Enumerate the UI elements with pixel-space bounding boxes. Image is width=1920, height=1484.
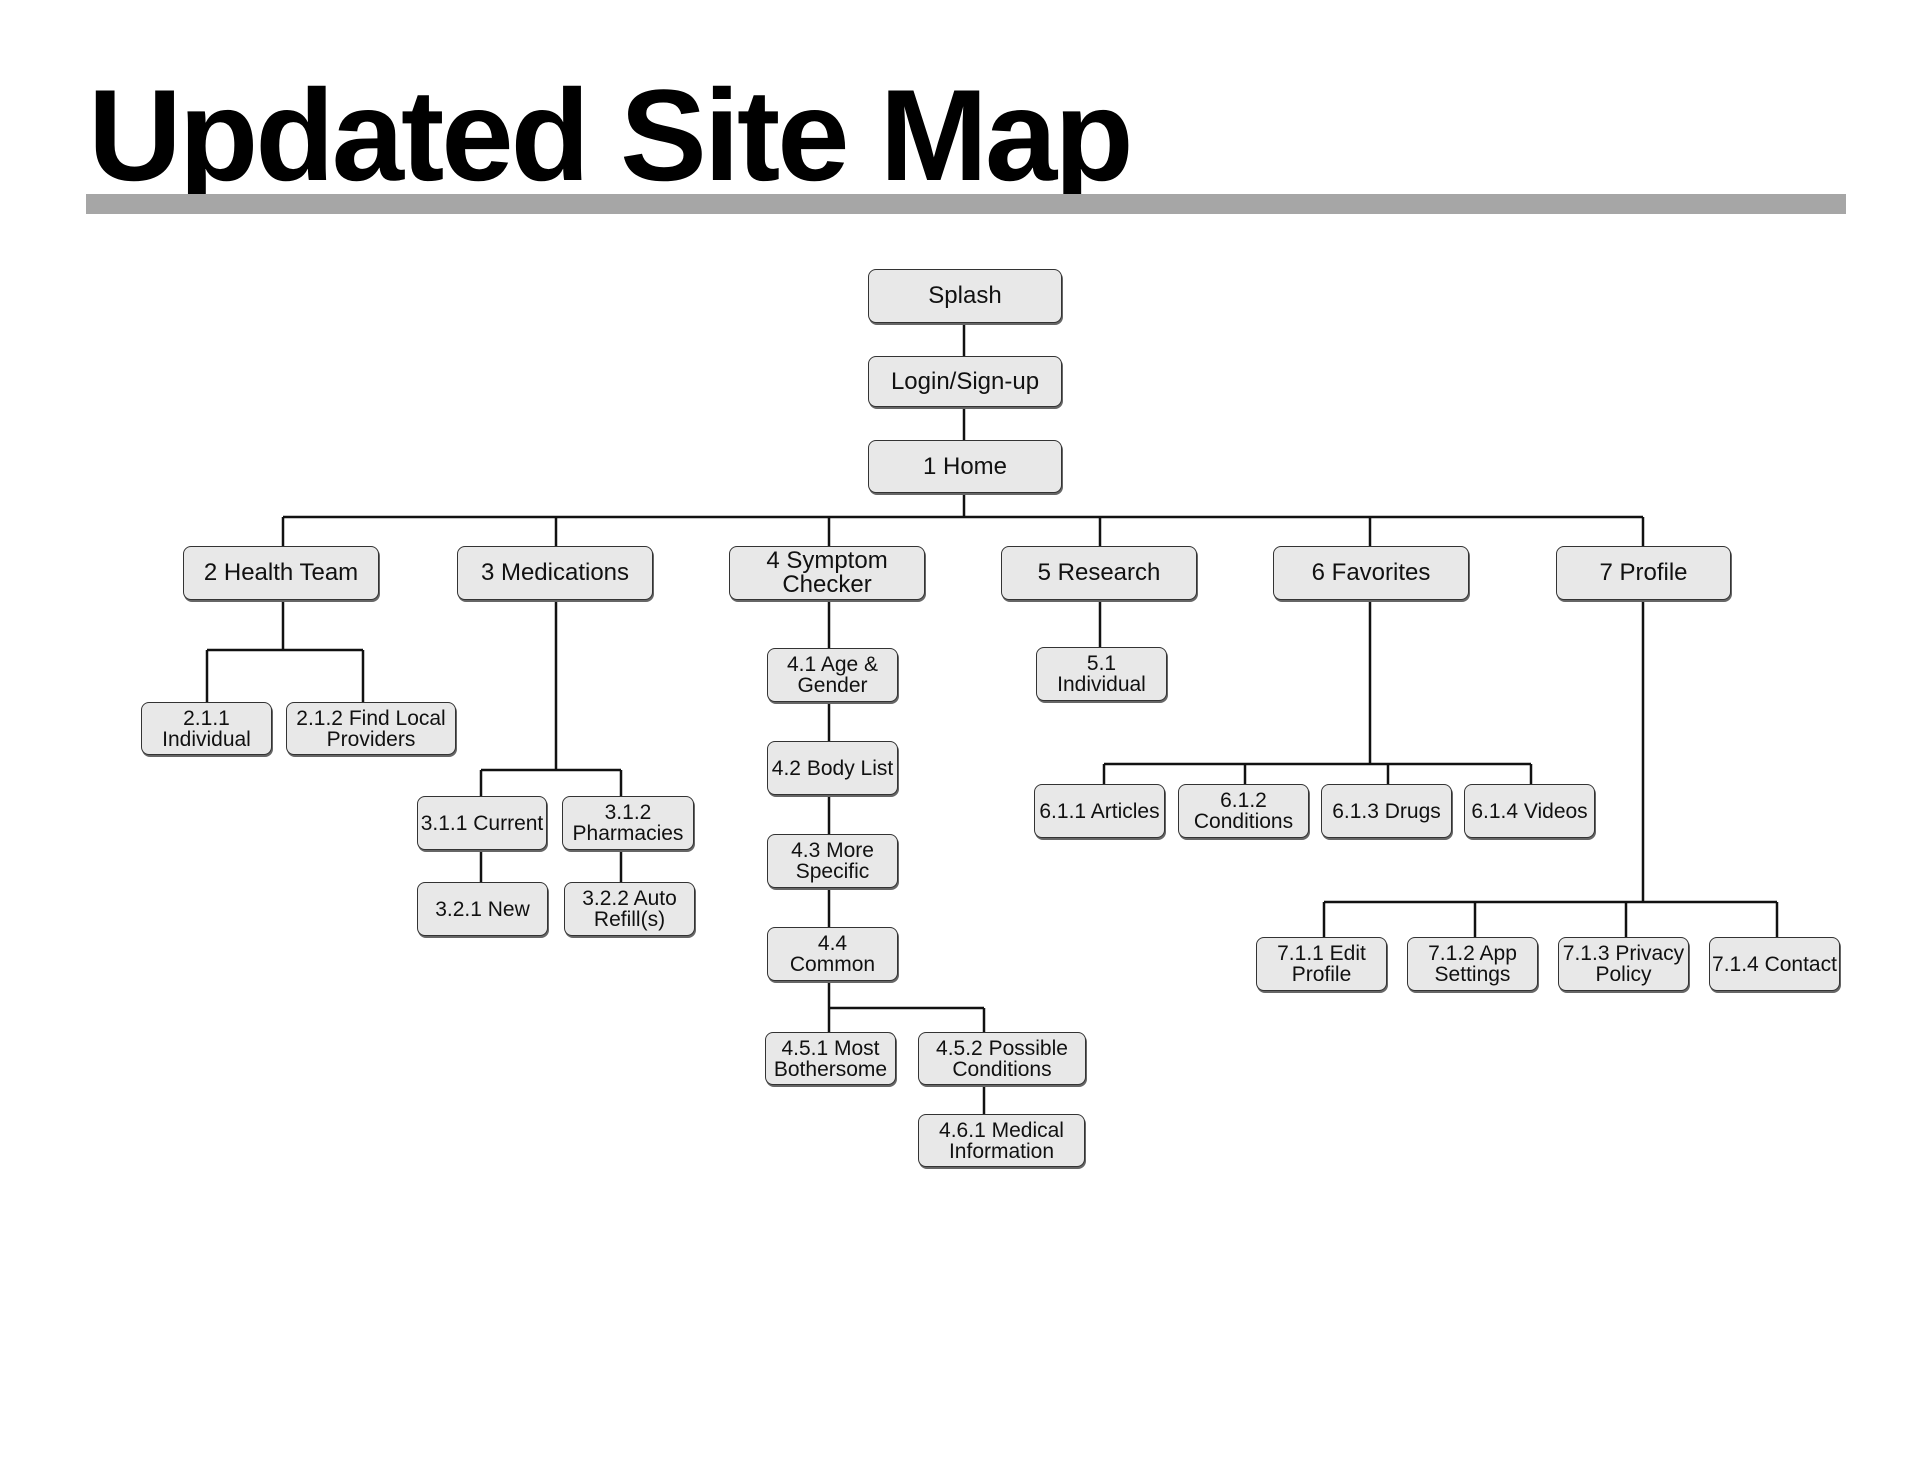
node-6-1-3-drugs[interactable]: 6.1.3 Drugs <box>1321 784 1452 838</box>
node-medications[interactable]: 3 Medications <box>457 546 653 600</box>
node-label: 4 Symptom Checker <box>766 547 888 598</box>
node-label: 4.6.1 Medical Information <box>939 1118 1064 1163</box>
node-health-team[interactable]: 2 Health Team <box>183 546 379 600</box>
node-label: 2.1.2 Find Local Providers <box>296 706 446 751</box>
node-label: 6.1.3 Drugs <box>1332 799 1441 823</box>
node-label: 6 Favorites <box>1311 559 1431 586</box>
node-5-1-individual[interactable]: 5.1 Individual <box>1036 647 1167 701</box>
node-label: 2 Health Team <box>203 559 359 586</box>
node-label: 7.1.3 Privacy Policy <box>1562 942 1685 986</box>
node-label: 3.2.2 Auto Refill(s) <box>582 887 677 931</box>
node-7-1-3-privacy-policy[interactable]: 7.1.3 Privacy Policy <box>1558 937 1689 991</box>
node-label: 6.1.2 Conditions <box>1193 789 1294 833</box>
node-profile[interactable]: 7 Profile <box>1556 546 1731 600</box>
node-4-2-body-list[interactable]: 4.2 Body List <box>767 741 898 795</box>
node-7-1-2-app-settings[interactable]: 7.1.2 App Settings <box>1407 937 1538 991</box>
node-7-1-1-edit-profile[interactable]: 7.1.1 Edit Profile <box>1256 937 1387 991</box>
node-label: Login/Sign-up <box>890 367 1040 395</box>
node-4-6-1-medical-information[interactable]: 4.6.1 Medical Information <box>918 1114 1085 1167</box>
node-label: 1 Home <box>922 452 1008 480</box>
node-label: 7 Profile <box>1599 559 1688 586</box>
node-label: 5.1 Individual <box>1057 652 1146 696</box>
node-4-5-2-possible-conditions[interactable]: 4.5.2 Possible Conditions <box>918 1032 1086 1085</box>
node-symptom-checker[interactable]: 4 Symptom Checker <box>729 546 925 600</box>
node-3-1-1-current[interactable]: 3.1.1 Current <box>417 796 547 850</box>
node-login-signup[interactable]: Login/Sign-up <box>868 356 1062 407</box>
node-favorites[interactable]: 6 Favorites <box>1273 546 1469 600</box>
node-label: 3 Medications <box>480 559 630 586</box>
node-3-1-2-pharmacies[interactable]: 3.1.2 Pharmacies <box>562 796 694 850</box>
node-2-1-1-individual[interactable]: 2.1.1 Individual <box>141 702 272 755</box>
node-label: Splash <box>928 282 1002 309</box>
node-4-4-common[interactable]: 4.4 Common <box>767 927 898 981</box>
title-divider <box>86 194 1846 214</box>
node-label: 7.1.4 Contact <box>1712 952 1837 976</box>
node-label: 7.1.2 App Settings <box>1428 942 1517 986</box>
node-3-2-1-new[interactable]: 3.2.1 New <box>417 882 548 936</box>
node-home[interactable]: 1 Home <box>868 440 1062 493</box>
node-label: 4.4 Common <box>789 932 876 976</box>
node-7-1-4-contact[interactable]: 7.1.4 Contact <box>1709 937 1840 991</box>
node-6-1-2-conditions[interactable]: 6.1.2 Conditions <box>1178 784 1309 838</box>
node-6-1-1-articles[interactable]: 6.1.1 Articles <box>1034 784 1165 838</box>
node-3-2-2-auto-refills[interactable]: 3.2.2 Auto Refill(s) <box>564 882 695 936</box>
node-label: 4.1 Age & Gender <box>786 653 879 697</box>
node-4-3-more-specific[interactable]: 4.3 More Specific <box>767 834 898 888</box>
node-label: 4.5.2 Possible Conditions <box>936 1036 1068 1081</box>
node-splash[interactable]: Splash <box>868 269 1062 323</box>
node-label: 3.2.1 New <box>435 897 530 921</box>
node-research[interactable]: 5 Research <box>1001 546 1197 600</box>
node-label: 2.1.1 Individual <box>162 706 251 751</box>
node-label: 4.3 More Specific <box>791 839 874 883</box>
node-label: 3.1.2 Pharmacies <box>572 801 684 845</box>
node-label: 3.1.1 Current <box>420 811 544 835</box>
node-6-1-4-videos[interactable]: 6.1.4 Videos <box>1464 784 1595 838</box>
node-label: 4.5.1 Most Bothersome <box>773 1036 888 1081</box>
node-4-5-1-most-bothersome[interactable]: 4.5.1 Most Bothersome <box>765 1032 896 1085</box>
node-label: 6.1.1 Articles <box>1039 799 1160 823</box>
node-label: 7.1.1 Edit Profile <box>1277 942 1366 986</box>
node-label: 4.2 Body List <box>771 756 894 780</box>
node-2-1-2-find-local-providers[interactable]: 2.1.2 Find Local Providers <box>286 702 456 755</box>
node-label: 5 Research <box>1037 559 1161 586</box>
node-label: 6.1.4 Videos <box>1471 799 1588 823</box>
page-title: Updated Site Map <box>88 62 1134 208</box>
node-4-1-age-gender[interactable]: 4.1 Age & Gender <box>767 648 898 702</box>
